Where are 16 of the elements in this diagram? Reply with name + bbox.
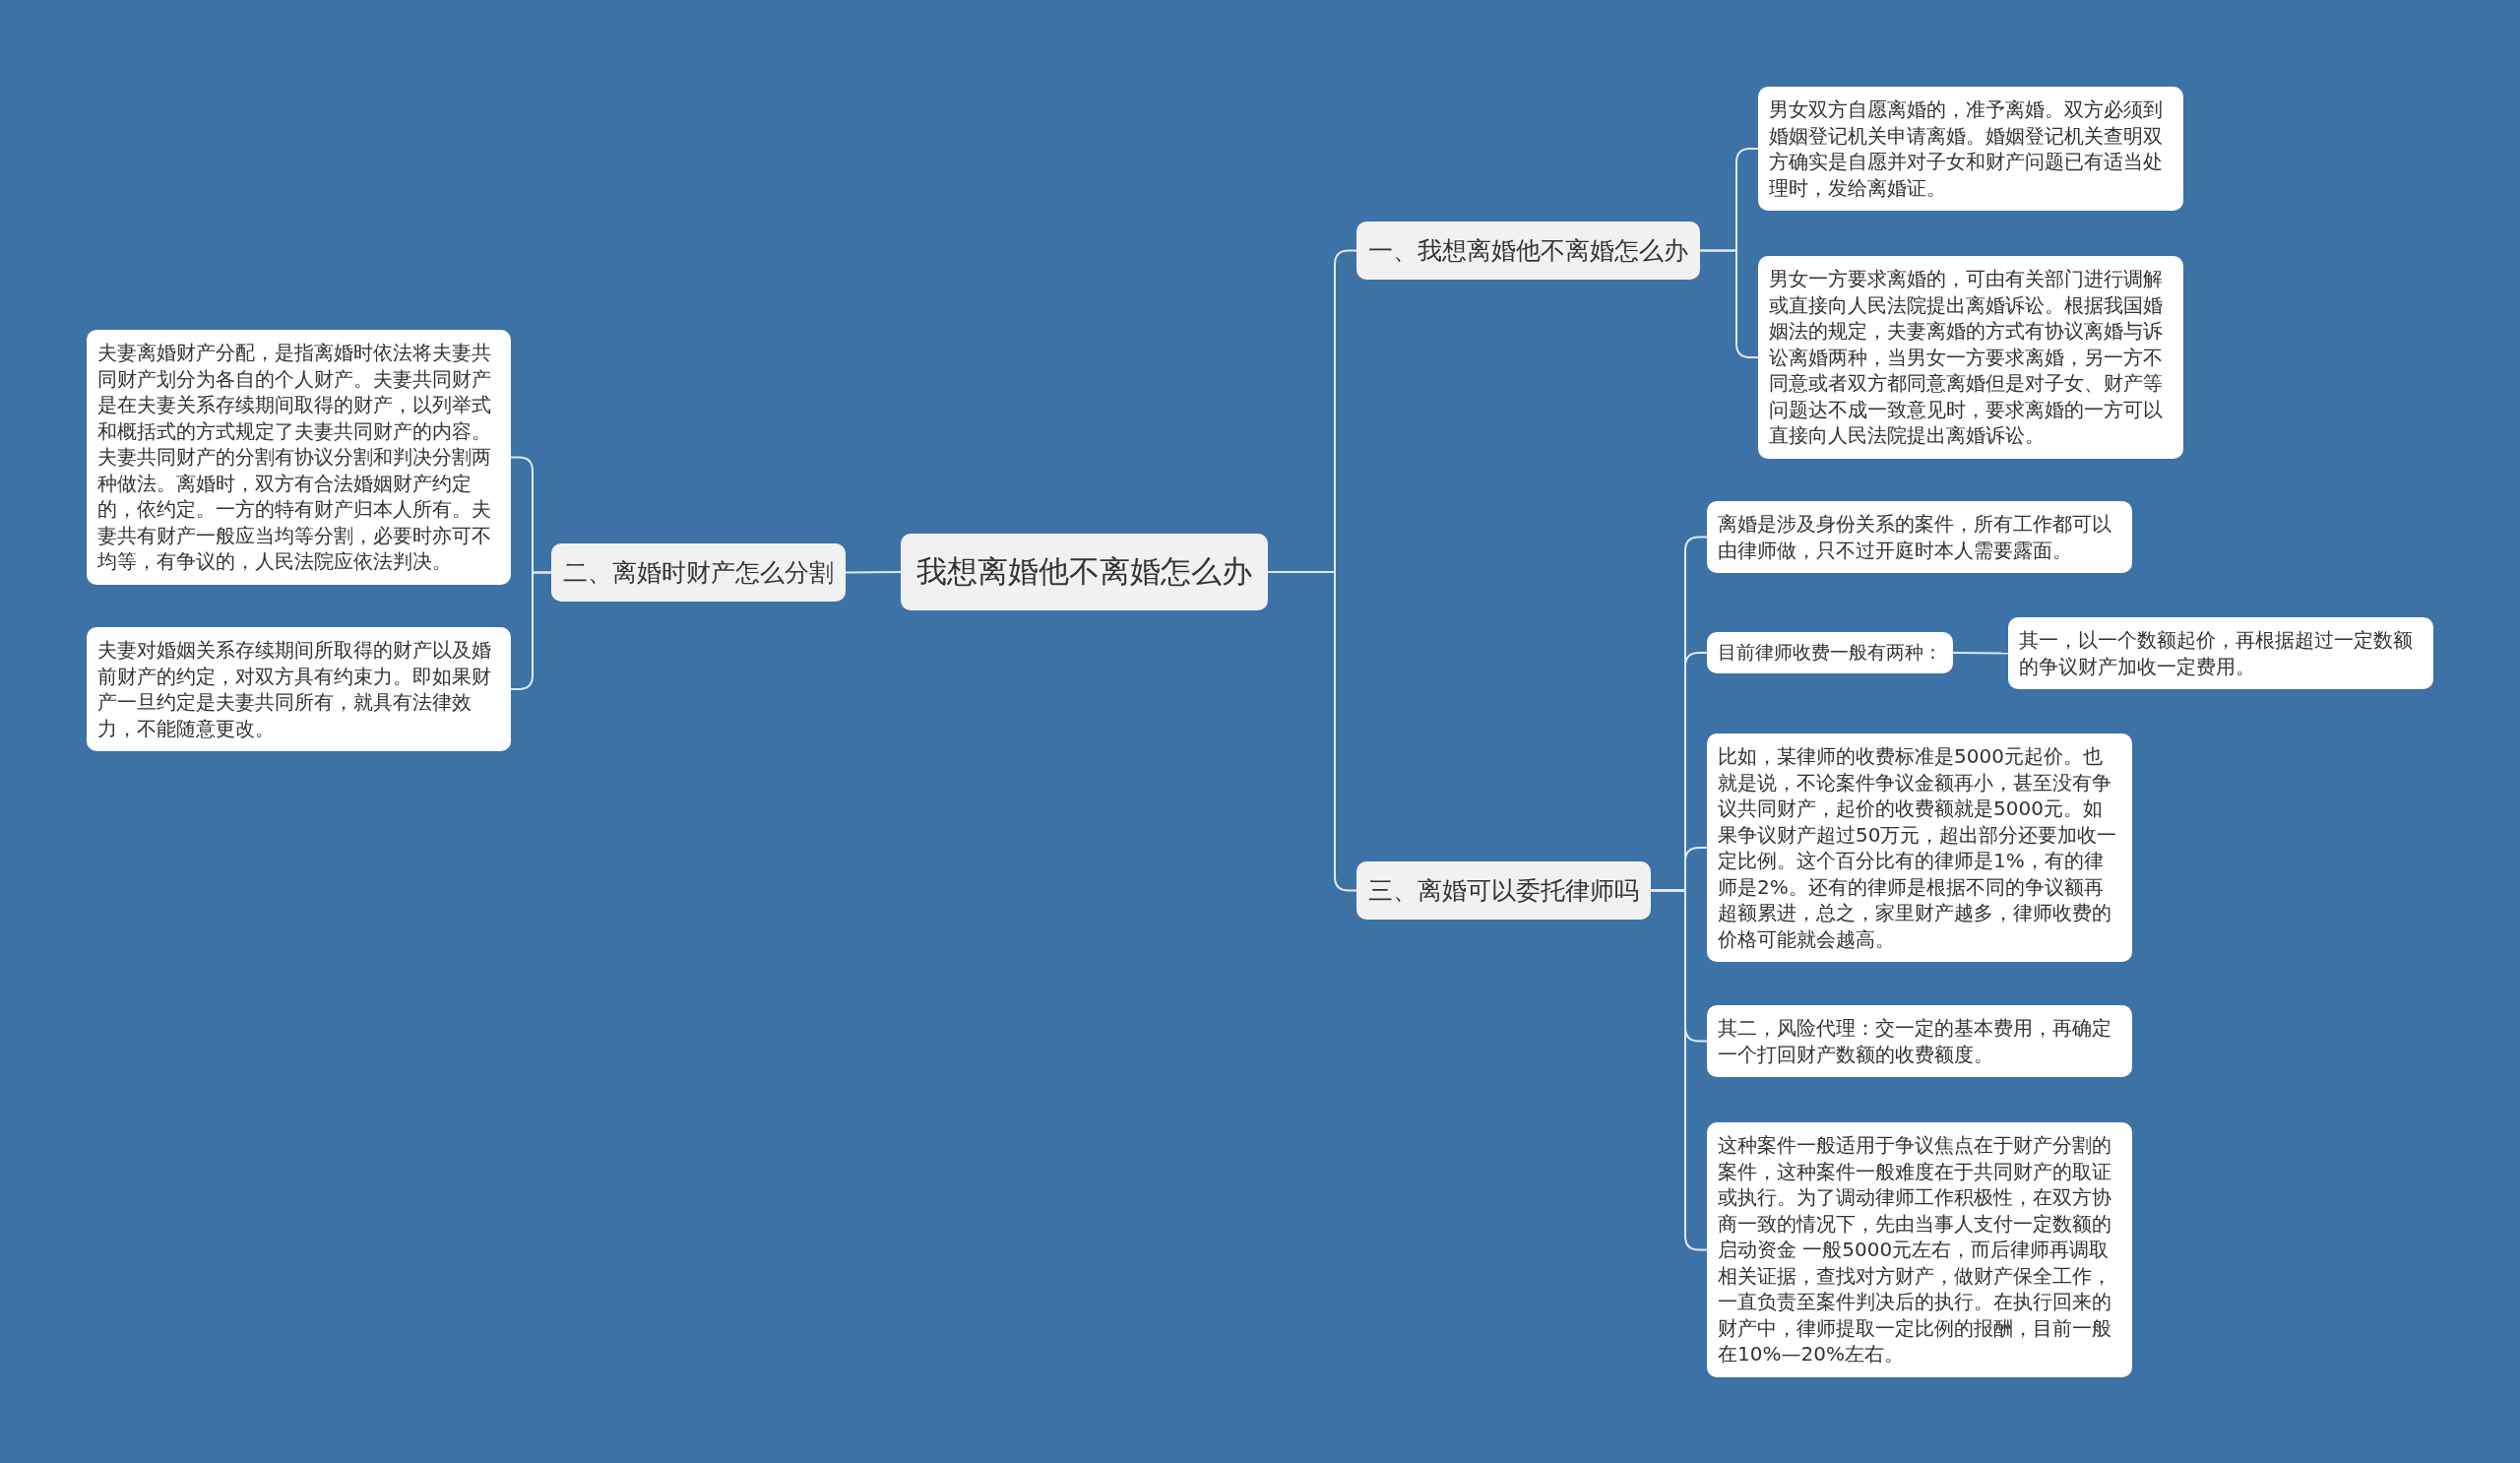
note-card: 离婚是涉及身份关系的案件，所有工作都可以由律师做，只不过开庭时本人需要露面。 bbox=[1707, 501, 2132, 573]
note-card: 其一，以一个数额起价，再根据超过一定数额的争议财产加收一定费用。 bbox=[2008, 617, 2433, 689]
root-topic: 我想离婚他不离婚怎么办 bbox=[901, 534, 1268, 610]
note-card: 这种案件一般适用于争议焦点在于财产分割的案件，这种案件一般难度在于共同财产的取证或执行。为了调动律师工作积极性，在双方协商一致的情况下，先由当事人支付一定数额的启动资金 一般5000元左右，而后律师再调取相关证据，查找对方财产，做财产保全工作，一直负责至案件判决后的执行。在执行回来的财产中，律师提取一定比例的报酬，目前一般在10%—20%左右。 bbox=[1707, 1122, 2132, 1377]
topic-box: 三、离婚可以委托律师吗 bbox=[1356, 861, 1651, 920]
note-card: 比如，某律师的收费标准是5000元起价。也就是说，不论案件争议金额再小，甚至没有争议共同财产，起价的收费额就是5000元。如果争议财产超过50万元，超出部分还要加收一定比例。这个百分比有的律师是1%，有的律师是2%。还有的律师是根据不同的争议额再超额累进，总之，家里财产越多，律师收费的价格可能就会越高。 bbox=[1707, 733, 2132, 962]
note-card: 男女一方要求离婚的，可由有关部门进行调解或直接向人民法院提出离婚诉讼。根据我国婚姻法的规定，夫妻离婚的方式有协议离婚与诉讼离婚两种，当男女一方要求离婚，另一方不同意或者双方都同意离婚但是对子女、财产等问题达不成一致意见时，要求离婚的一方可以直接向人民法院提出离婚诉讼。 bbox=[1758, 256, 2183, 459]
topic-box: 二、离婚时财产怎么分割 bbox=[551, 543, 846, 602]
topic-box: 目前律师收费一般有两种： bbox=[1707, 632, 1953, 673]
topic-box: 一、我想离婚他不离婚怎么办 bbox=[1356, 222, 1700, 280]
note-card: 夫妻对婚姻关系存续期间所取得的财产以及婚前财产的约定，对双方具有约束力。即如果财产一旦约定是夫妻共同所有，就具有法律效力，不能随意更改。 bbox=[87, 627, 511, 751]
note-card: 其二，风险代理：交一定的基本费用，再确定一个打回财产数额的收费额度。 bbox=[1707, 1005, 2132, 1077]
connector-line bbox=[845, 571, 902, 574]
note-card: 男女双方自愿离婚的，准予离婚。双方必须到婚姻登记机关申请离婚。婚姻登记机关查明双方确实是自愿并对子女和财产问题已有适当处理时，发给离婚证。 bbox=[1758, 87, 2183, 211]
note-card: 夫妻离婚财产分配，是指离婚时依法将夫妻共同财产划分为各自的个人财产。夫妻共同财产是在夫妻关系存续期间取得的财产，以列举式和概括式的方式规定了夫妻共同财产的内容。夫妻共同财产的分割有协议分割和判决分割两种做法。离婚时，双方有合法婚姻财产约定的，依约定。一方的特有财产归本人所有。夫妻共有财产一般应当均等分割，必要时亦可不均等，有争议的，人民法院应依法判决。 bbox=[87, 330, 511, 585]
connector-line bbox=[1952, 652, 2009, 655]
